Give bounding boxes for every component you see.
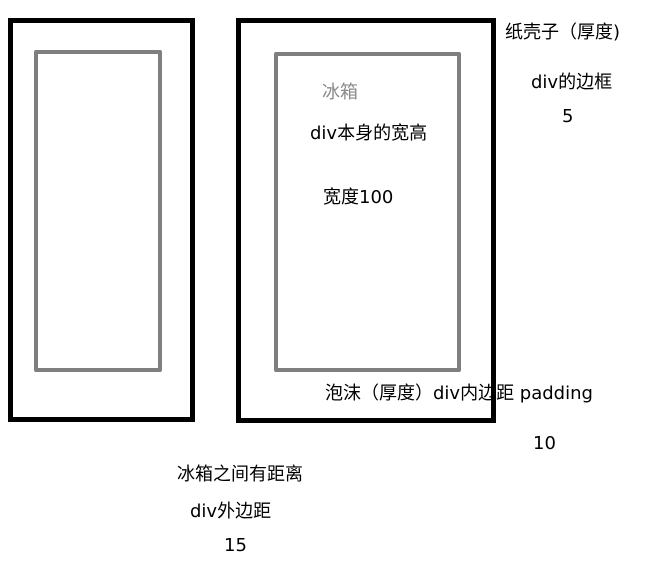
- fridge-label: 冰箱: [322, 82, 358, 103]
- left-outer-box: [8, 18, 195, 422]
- width-label: 宽度100: [323, 187, 394, 208]
- div-border-label: div的边框: [531, 72, 613, 93]
- right-inner-box: [274, 52, 461, 372]
- padding-value-label: 10: [533, 433, 556, 454]
- border-value-label: 5: [562, 106, 574, 127]
- left-inner-box: [34, 50, 162, 372]
- foam-padding-label: 泡沫（厚度）div内边距 padding: [325, 383, 593, 404]
- margin-value-label: 15: [224, 535, 247, 556]
- div-size-label: div本身的宽高: [310, 123, 428, 144]
- paper-shell-label: 纸壳子（厚度): [505, 22, 621, 43]
- right-outer-box: [236, 18, 496, 423]
- div-margin-label: div外边距: [190, 501, 272, 522]
- fridge-gap-label: 冰箱之间有距离: [177, 464, 303, 485]
